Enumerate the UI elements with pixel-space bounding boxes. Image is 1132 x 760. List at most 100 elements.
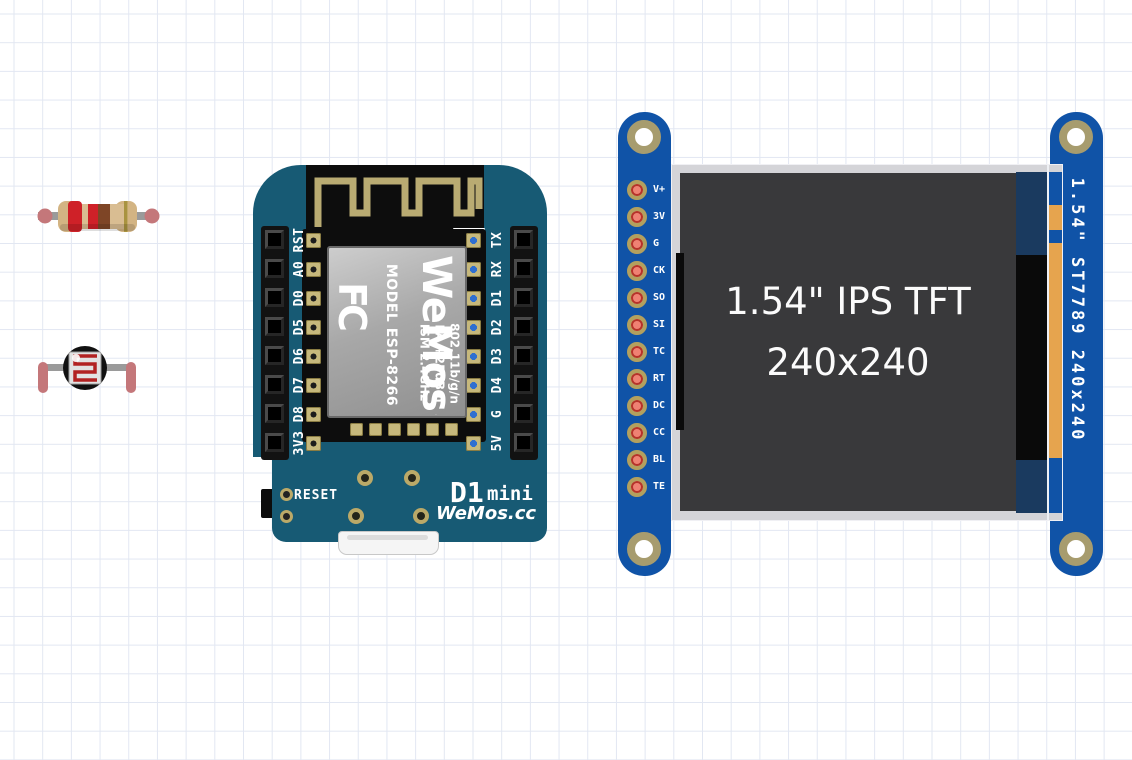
resistor[interactable] xyxy=(30,195,165,240)
pin-3v[interactable] xyxy=(627,207,647,227)
mounting-hole xyxy=(413,508,429,524)
module-pad xyxy=(426,423,439,436)
mounting-hole xyxy=(357,470,373,486)
pin-bl[interactable] xyxy=(627,450,647,470)
module-pad xyxy=(466,349,481,364)
tft-left-pcb-strip[interactable] xyxy=(618,112,671,576)
flex-cable xyxy=(1049,243,1062,458)
photoresistor[interactable] xyxy=(35,345,140,400)
tft-pin-label: 3V xyxy=(653,211,666,222)
tft-pin-label: TE xyxy=(653,481,666,492)
module-pad xyxy=(350,423,363,436)
pin-socket-d4[interactable] xyxy=(514,375,533,394)
flex-tab xyxy=(1049,230,1062,243)
mounting-hole xyxy=(627,120,661,154)
wifi-arcs-icon xyxy=(435,413,437,415)
module-pad xyxy=(306,320,321,335)
resistor-lead-tip xyxy=(37,208,53,224)
pin-socket-d6[interactable] xyxy=(265,346,284,365)
shield-model-text: MODEL ESP-8266 xyxy=(383,263,399,407)
pin-socket-rx[interactable] xyxy=(514,259,533,278)
mini-logo: mini xyxy=(487,483,533,505)
module-pad xyxy=(466,436,481,451)
pin-socket-3v3[interactable] xyxy=(265,433,284,452)
screen-edge-strip xyxy=(1016,460,1047,513)
module-pad xyxy=(306,291,321,306)
module-pad xyxy=(407,423,420,436)
module-pad xyxy=(306,407,321,422)
pin-rt[interactable] xyxy=(627,369,647,389)
screen-edge-strip xyxy=(1016,255,1047,460)
pin-socket-d8[interactable] xyxy=(265,404,284,423)
module-pad xyxy=(306,262,321,277)
wemos-logo-text: WeMos xyxy=(413,255,459,411)
pin-dc[interactable] xyxy=(627,396,647,416)
reset-label: RESET xyxy=(294,488,339,503)
pin-socket-a0[interactable] xyxy=(265,259,284,278)
antenna-trace-icon xyxy=(314,177,483,227)
resistor-lead-tip xyxy=(144,208,160,224)
tft-display-module[interactable]: 1.54" IPS TFT 240x240 xyxy=(672,165,1062,520)
resistor-band-2 xyxy=(88,204,98,229)
ldr-lead-tip xyxy=(126,362,136,393)
mounting-hole xyxy=(404,470,420,486)
resistor-shading xyxy=(60,224,135,231)
pin-socket-d5[interactable] xyxy=(265,317,284,336)
esp8266-shield xyxy=(327,246,467,418)
pin-socket-d0[interactable] xyxy=(265,288,284,307)
pin-ck[interactable] xyxy=(627,261,647,281)
pin-socket-rst[interactable] xyxy=(265,230,284,249)
ldr-highlight xyxy=(72,354,80,362)
wemos-logo: WeMos xyxy=(404,255,468,415)
tft-pin-label: SI xyxy=(653,319,666,330)
pin-si[interactable] xyxy=(627,315,647,335)
pin-socket-g[interactable] xyxy=(514,404,533,423)
display-outline xyxy=(1047,165,1049,520)
tft-pin-label: CK xyxy=(653,265,666,276)
pin-tc[interactable] xyxy=(627,342,647,362)
tft-pin-label: SO xyxy=(653,292,666,303)
mounting-hole xyxy=(348,508,364,524)
screen-line-1: 1.54" IPS TFT xyxy=(725,280,971,323)
module-pad xyxy=(369,423,382,436)
pin-vplus[interactable] xyxy=(627,180,647,200)
ldr-lead-tip xyxy=(38,362,48,393)
pin-te[interactable] xyxy=(627,477,647,497)
usb-connector-slot xyxy=(347,535,428,540)
pin-socket-d1[interactable] xyxy=(514,288,533,307)
tft-pin-label: DC xyxy=(653,400,666,411)
module-pad xyxy=(466,407,481,422)
through-hole[interactable] xyxy=(280,510,293,523)
module-pad xyxy=(466,320,481,335)
fcc-logo: FC xyxy=(330,282,374,328)
module-pad xyxy=(466,291,481,306)
tft-pin-label: TC xyxy=(653,346,666,357)
module-pad xyxy=(306,349,321,364)
pin-socket-d3[interactable] xyxy=(514,346,533,365)
through-hole[interactable] xyxy=(280,488,293,501)
module-pad xyxy=(466,233,481,248)
flex-tab xyxy=(1049,172,1062,205)
pin-socket-d7[interactable] xyxy=(265,375,284,394)
screen-line-2: 240x240 xyxy=(766,341,930,384)
flex-tab xyxy=(1049,205,1062,230)
pin-socket-5v[interactable] xyxy=(514,433,533,452)
module-pad xyxy=(306,436,321,451)
tft-screen: 1.54" IPS TFT 240x240 xyxy=(680,173,1016,511)
module-pad xyxy=(466,262,481,277)
pin-cc[interactable] xyxy=(627,423,647,443)
tft-side-label: 1.54" ST7789 240x240 xyxy=(1067,177,1087,443)
pin-socket-tx[interactable] xyxy=(514,230,533,249)
tft-pin-label: G xyxy=(653,238,660,249)
pin-so[interactable] xyxy=(627,288,647,308)
flex-tab xyxy=(1049,458,1062,513)
pin-g[interactable] xyxy=(627,234,647,254)
usb-connector xyxy=(338,531,439,555)
module-pad xyxy=(445,423,458,436)
tft-pin-label: V+ xyxy=(653,184,666,195)
module-pad xyxy=(306,233,321,248)
pin-socket-d2[interactable] xyxy=(514,317,533,336)
screen-ribbon-strip xyxy=(676,253,684,430)
module-pad xyxy=(466,378,481,393)
resistor-band-1 xyxy=(68,201,82,232)
